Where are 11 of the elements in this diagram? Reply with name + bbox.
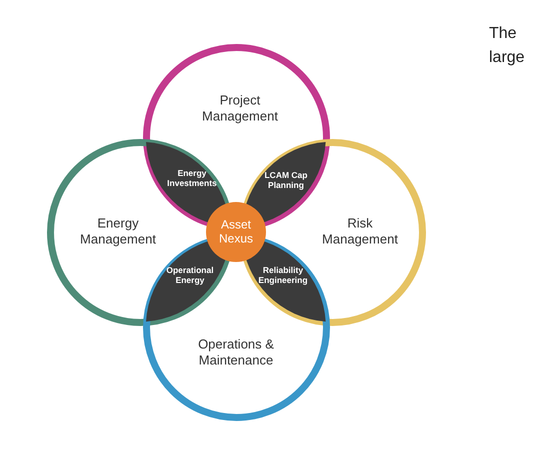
circle-label: Energy Management [79, 215, 157, 247]
center-circle [206, 202, 266, 262]
circle-label: Risk Management [321, 215, 399, 247]
overlap-label: Energy Investments [166, 168, 218, 188]
overlap-label: LCAM Cap Planning [263, 170, 308, 190]
overlap-label: Reliability Engineering [257, 264, 309, 286]
overlap-label: Operational Energy [165, 264, 215, 286]
center-label: Asset Nexus [218, 218, 254, 246]
circle-label: Operations & Maintenance [197, 336, 275, 368]
note-text: The large [489, 24, 526, 68]
circle-label: Project Management [201, 92, 279, 124]
